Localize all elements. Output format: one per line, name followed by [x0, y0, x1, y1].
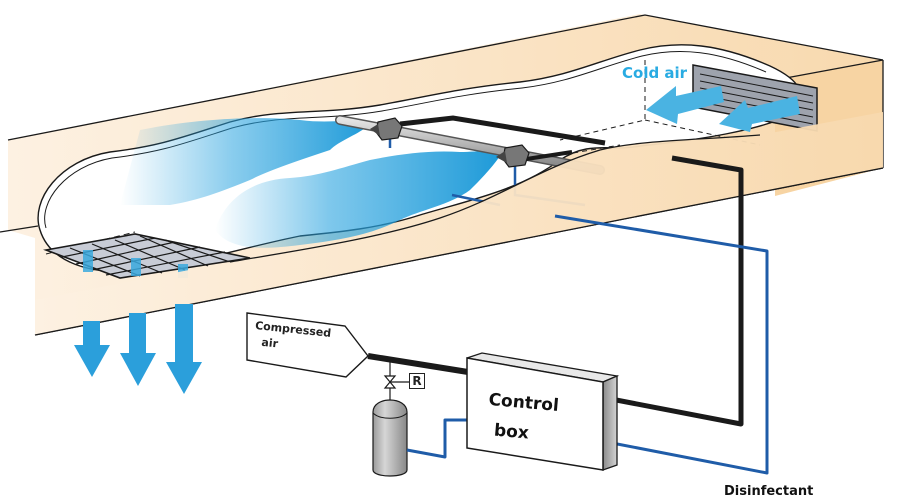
control-box-label-line2: box: [493, 420, 530, 444]
downflow-arrow-3: [166, 304, 202, 394]
regulator-valve: [383, 362, 409, 400]
disinfectant-mist: [120, 118, 500, 248]
control-box-label: Control box: [485, 385, 560, 451]
spray-nozzle-1: [370, 117, 403, 141]
spray-nozzle-2: [496, 144, 530, 168]
cold-air-arrow-1: [646, 86, 724, 124]
outlet-grille: [43, 233, 251, 279]
downflow-arrow-1: [74, 321, 110, 377]
compressed-air-tag: [246, 312, 369, 378]
compressed-air-pipe: [367, 353, 469, 375]
control-box: [466, 352, 620, 471]
air-line-to-control-box: [610, 155, 744, 427]
cold-air-arrow-2: [719, 96, 800, 132]
regulator-label: R: [409, 373, 425, 389]
downflow-arrow-2: [120, 313, 156, 386]
disinfectant-label: Disinfectant: [724, 484, 814, 499]
liquid-line: [554, 214, 769, 475]
duct-front-flap: [35, 112, 883, 335]
cold-air-label: Cold air: [622, 64, 688, 82]
downflow-arrows: [74, 304, 202, 394]
tank-liquid-line: [406, 418, 468, 459]
disinfectant-tank: [372, 399, 408, 477]
control-box-label-line1: Control: [487, 389, 560, 417]
cold-air-arrows: [646, 86, 800, 132]
